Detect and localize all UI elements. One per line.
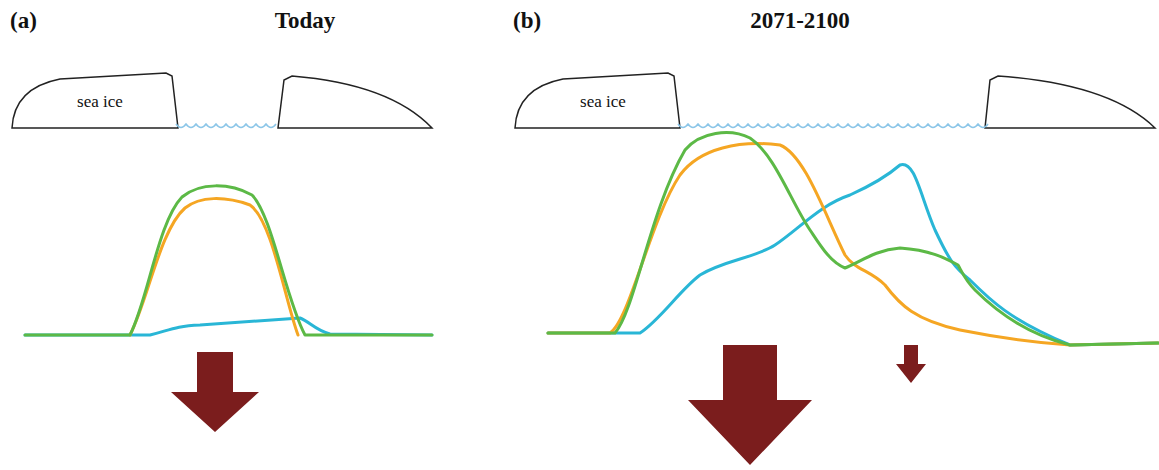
green-curve [25, 186, 432, 335]
export-arrow [171, 352, 259, 432]
export-arrow [688, 345, 812, 465]
water-waves [678, 124, 988, 128]
water-waves [176, 124, 276, 128]
panel-title: 2071-2100 [750, 8, 850, 34]
export-arrow [896, 345, 926, 383]
sea-ice-node: sea ice [543, 84, 663, 120]
green-curve [548, 133, 1158, 345]
node-text: sea ice [580, 92, 626, 112]
ice-floe [515, 73, 680, 128]
blue-curve [548, 165, 1158, 345]
ice-floe [278, 76, 432, 128]
panel-letter: (b) [513, 8, 541, 34]
blue-curve [25, 318, 432, 335]
orange-curve [548, 144, 1158, 345]
ice-floe [12, 73, 178, 128]
panel-title: Today [275, 8, 336, 34]
panel-letter: (a) [10, 8, 37, 34]
sea-ice-floes [12, 73, 1155, 128]
ice-floe [985, 76, 1155, 128]
sea-ice-node: sea ice [40, 84, 160, 120]
node-text: sea ice [77, 92, 123, 112]
orange-curve [130, 199, 298, 335]
